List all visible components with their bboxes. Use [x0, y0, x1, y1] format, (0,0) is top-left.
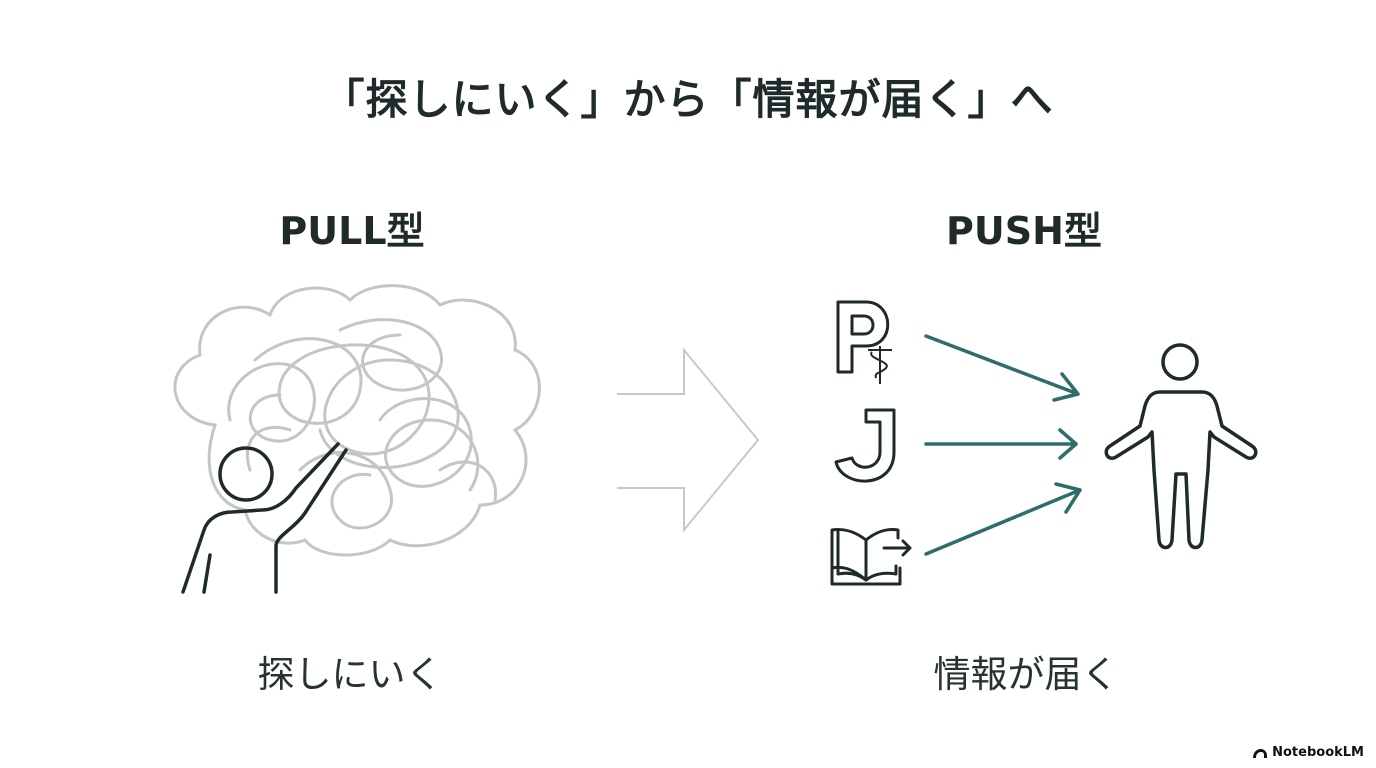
pull-heading: PULL型: [279, 209, 425, 253]
slide-title: 「探しにいく」から「情報が届く」へ: [322, 75, 1054, 124]
pull-caption: 探しにいく: [257, 653, 443, 696]
brand-badge: NotebookLM: [1252, 745, 1364, 760]
reaching-person-icon: [181, 442, 348, 594]
notebooklm-logo-icon: [1253, 748, 1268, 758]
p-pharmacy-icon: [836, 300, 892, 384]
push-heading: PUSH型: [946, 209, 1102, 253]
brand-label: NotebookLM: [1272, 745, 1364, 760]
tangled-cloud-icon: [173, 284, 541, 557]
push-arrows: [924, 334, 1082, 556]
outline-arrow-icon: [617, 347, 760, 533]
j-letter-icon: [834, 408, 896, 483]
standing-person-icon: [1104, 343, 1258, 550]
open-book-export-icon: [830, 528, 912, 586]
push-caption: 情報が届く: [933, 653, 1119, 696]
